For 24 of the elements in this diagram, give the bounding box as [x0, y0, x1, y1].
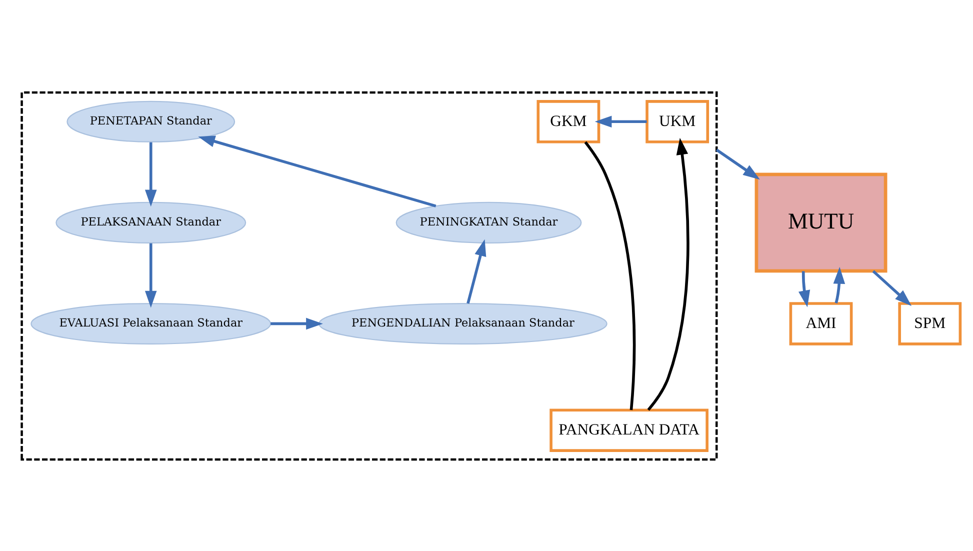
arrow: [716, 148, 760, 180]
node-ellipse: PENINGKATAN Standar: [396, 201, 582, 243]
node-box: AMI: [789, 302, 853, 345]
arrow: [594, 115, 647, 128]
node-box: GKM: [536, 100, 600, 143]
node-ellipse: EVALUASI Pelaksanaan Standar: [30, 302, 272, 344]
node-box: PANGKALAN DATA: [550, 408, 708, 452]
arrow: [144, 142, 157, 206]
cluster: [20, 90, 718, 460]
node-ellipse: PENETAPAN Standar: [66, 100, 236, 142]
arrow: [270, 317, 323, 330]
node-ellipse: PELAKSANAAN Standar: [56, 201, 246, 243]
arrow: [833, 266, 846, 303]
node-box: SPM: [898, 302, 962, 345]
node-box: MUTU: [754, 172, 888, 272]
node-box: UKM: [646, 100, 710, 143]
arrow: [798, 270, 810, 307]
connector: [584, 140, 636, 410]
node-ellipse: PENGENDALIAN Pelaksanaan Standar: [318, 302, 608, 344]
arrow: [144, 242, 157, 308]
arrow: [466, 238, 486, 304]
arrow: [872, 270, 912, 306]
arrow: [198, 135, 436, 207]
arrow: [647, 137, 690, 410]
